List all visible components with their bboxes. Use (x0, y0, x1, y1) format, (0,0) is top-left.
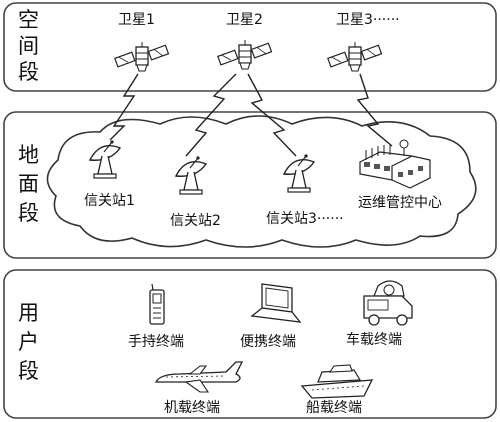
satellite-label-2: 卫星2 (226, 12, 263, 28)
terminal-label-vehicle: 车载终端 (346, 331, 402, 348)
link-sat1-gateway1 (109, 73, 139, 141)
airplane-icon (154, 361, 244, 393)
gateway-label-2: 信关站2 (170, 213, 221, 229)
segment-label-space-1: 空 (18, 8, 39, 32)
link-sat3-ops (356, 73, 393, 147)
ship-icon (300, 364, 374, 399)
segment-label-ground-3: 段 (18, 201, 39, 225)
terminal-label-handheld: 手持终端 (128, 334, 184, 350)
terminal-label-portable: 便携终端 (240, 334, 296, 350)
segment-label-space-3: 段 (18, 60, 39, 84)
segment-label-ground-2: 面 (18, 172, 39, 196)
link-sat2-gateway2 (185, 73, 237, 157)
truck-icon (363, 280, 413, 326)
terminal-label-shipborne: 船载终端 (306, 400, 362, 416)
gateway-label-1: 信关站1 (84, 193, 135, 209)
link-sat2-gateway3 (247, 73, 297, 157)
segment-label-user-2: 户 (18, 330, 39, 354)
laptop-icon (250, 283, 302, 323)
terminal-label-airborne: 机载终端 (164, 400, 220, 416)
gateway-label-3: 信关站3······ (266, 211, 344, 227)
segment-label-space-2: 间 (18, 34, 39, 58)
ops-center-label: 运维管控中心 (358, 195, 442, 211)
satellite-label-1: 卫星1 (118, 12, 155, 28)
segment-label-user-1: 用 (18, 301, 39, 325)
ground-cloud-shape (46, 115, 477, 248)
phone-icon (149, 283, 165, 325)
satellite-label-3: 卫星3······ (336, 12, 400, 28)
segment-label-user-3: 段 (18, 359, 39, 383)
segment-label-ground-1: 地 (18, 143, 39, 167)
ops-center-building-icon (359, 139, 431, 189)
